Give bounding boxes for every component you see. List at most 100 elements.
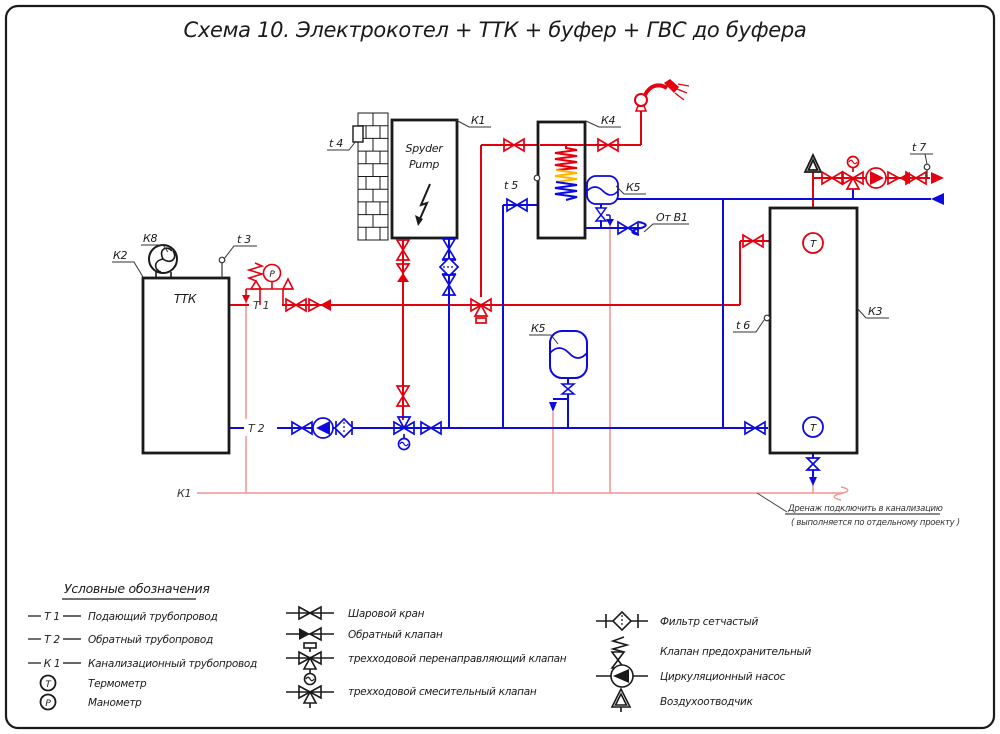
legend-label-return: Обратный трубопровод [88, 634, 213, 646]
manometer-icon: P [262, 263, 282, 289]
legend: Условные обозначения T 1 Подающий трубоп… [28, 581, 812, 712]
ball-valve-icon [742, 233, 764, 249]
air-vent-icon [281, 277, 295, 290]
ttk-boiler-name: ТТК [174, 292, 197, 306]
thermometer-icon: T [802, 232, 824, 254]
ball-valve-icon [617, 220, 639, 236]
drain-note-line2: ( выполняется по отдельному проекту ) [791, 518, 960, 528]
legend-label-check-valve: Обратный клапан [348, 629, 443, 641]
ball-valve-icon [298, 605, 322, 621]
circulation-pump-icon [312, 417, 334, 439]
svg-text:T: T [810, 239, 817, 250]
legend-label-ball-valve: Шаровой кран [348, 608, 425, 620]
three-way-diverting-valve-icon [286, 642, 334, 674]
legend-tag-t2: T 2 [44, 634, 60, 646]
legend-label-thermometer: Термометр [88, 678, 147, 690]
shower-icon [634, 79, 690, 112]
electric-boiler-name-1: Spyder [406, 142, 445, 155]
k5-heating-label: К5 [531, 322, 546, 335]
k8-label: К8 [143, 232, 158, 245]
ball-valve-icon [559, 383, 577, 395]
t5-label: t 5 [504, 179, 518, 192]
legend-label-manometer: Манометр [88, 697, 142, 709]
drain-arrow-icon [549, 402, 557, 412]
pipe-break-icon [631, 221, 647, 236]
air-vent-icon [610, 687, 632, 712]
legend-label-filter: Фильтр сетчастый [660, 616, 759, 628]
page-title: Схема 10. Электрокотел + ТТК + буфер + Г… [183, 18, 806, 42]
check-valve-icon [395, 263, 411, 282]
check-valve-icon [308, 297, 331, 313]
from-b1-label: От В1 [656, 211, 688, 224]
air-vent-icon [803, 152, 823, 173]
circulation-pump-icon [865, 167, 887, 189]
legend-tag-t1: T 1 [44, 611, 60, 623]
ball-valve-icon [441, 274, 457, 296]
k2-label: К2 [113, 249, 128, 262]
legend-label-supply: Подающий трубопровод [88, 611, 217, 623]
legend-label-diverting-valve: трехходовой перенаправляющий клапан [348, 653, 567, 665]
three-way-mixing-valve-icon [393, 416, 415, 451]
t5-sensor-icon [533, 174, 541, 182]
t1-label-gap [249, 296, 282, 313]
legend-label-safety-valve: Клапан предохранительный [660, 646, 812, 658]
ball-valve-icon [395, 239, 411, 261]
safety-valve-icon [610, 636, 630, 669]
ball-valve-icon [821, 170, 843, 186]
ball-valve-icon [420, 420, 442, 436]
label-leaders [112, 119, 933, 345]
strainer-filter-icon [596, 610, 648, 632]
check-valve-icon [299, 626, 322, 642]
safety-valve-icon [246, 262, 265, 290]
heating-expansion-tank [549, 330, 588, 395]
three-way-mixing-valve-icon [286, 672, 334, 708]
coil-warm-section [554, 169, 578, 183]
dhw-tank [533, 120, 587, 240]
thermometer-icon: T [39, 674, 57, 692]
circulation-pump-icon [596, 664, 648, 688]
three-way-diverting-valve-icon [470, 297, 492, 324]
supply-line-tag: T 1 [253, 299, 269, 312]
k4-label: К4 [601, 114, 616, 127]
manometer-icon: P [39, 693, 57, 711]
return-line-tag: T 2 [248, 422, 265, 435]
t3-label: t 3 [237, 233, 251, 246]
return-flow-arrow-icon [931, 193, 944, 205]
svg-text:P: P [45, 699, 51, 709]
drawing-border [4, 4, 996, 730]
electric-boiler-name-2: Pump [409, 158, 439, 171]
supply-flow-arrow-icon [931, 172, 944, 184]
legend-label-pump: Циркуляционный насос [660, 671, 786, 683]
svg-text:T: T [810, 423, 817, 434]
drain-arrow-icon [809, 477, 817, 486]
electric-boiler: Spyder Pump [390, 118, 459, 240]
strainer-filter-icon [438, 256, 460, 278]
ball-valve-icon [503, 137, 525, 153]
ball-valve-icon [804, 457, 822, 471]
ball-valve-icon [744, 420, 766, 436]
three-way-mixing-valve-icon [842, 155, 864, 190]
k1-label: К1 [471, 114, 485, 127]
ball-valve-icon [597, 137, 619, 153]
t4-sensor-icon [352, 125, 364, 143]
brick-wall [352, 112, 389, 241]
thermometer-icon: T [802, 416, 824, 438]
buffer-tank: T T [763, 152, 859, 455]
sewer-drain-piping [197, 224, 849, 501]
k5-dhw-label: К5 [626, 181, 641, 194]
legend-title: Условные обозначения [64, 581, 210, 596]
t6-sensor-icon [763, 314, 771, 322]
ttk-boiler: ТТК [141, 244, 231, 455]
ball-valve-icon [905, 170, 927, 186]
legend-tag-k1: К 1 [44, 658, 61, 670]
drain-note-line1: Дренаж подключить в канализацию [787, 504, 943, 514]
legend-label-mixing-valve: трехходовой смесительный клапан [348, 686, 537, 698]
ball-valve-icon [506, 197, 528, 213]
t3-sensor-icon [218, 256, 226, 264]
drain-note: Дренаж подключить в канализацию ( выполн… [756, 492, 960, 528]
ball-valve-icon [285, 297, 307, 313]
legend-label-air-vent: Воздухоотводчик [660, 696, 754, 708]
check-valve-icon [887, 170, 910, 186]
coil-cold-section [554, 181, 578, 201]
boiler-safety-group: P [242, 262, 295, 305]
